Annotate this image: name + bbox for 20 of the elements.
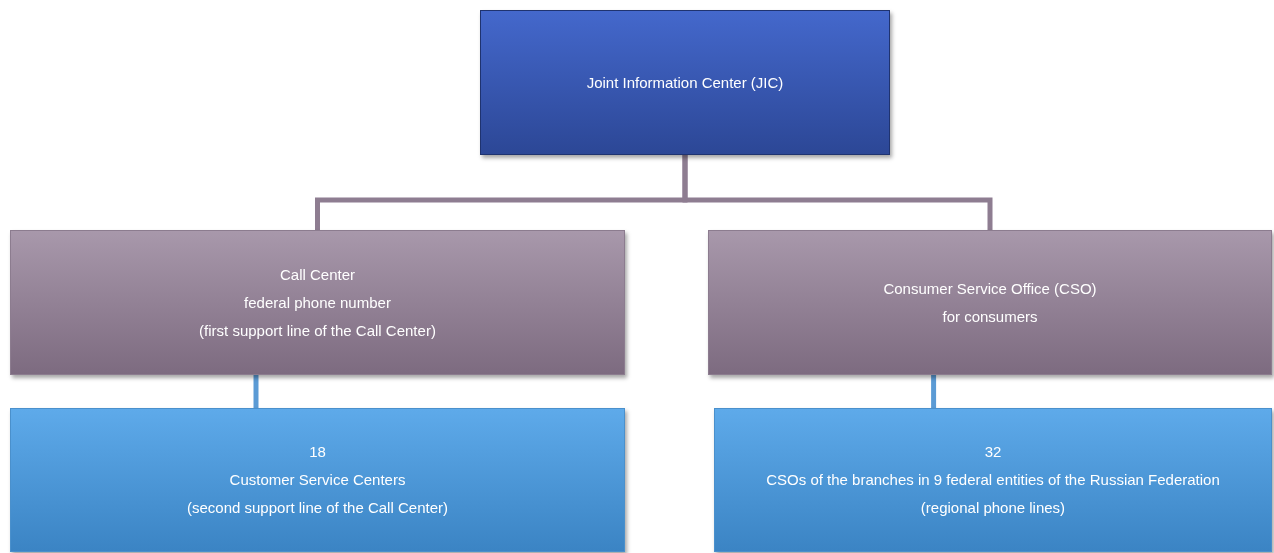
box-text: (second support line of the Call Center) xyxy=(187,499,448,517)
box-text: Joint Information Center (JIC) xyxy=(586,73,784,92)
connector-line xyxy=(682,155,993,230)
connector-line xyxy=(253,375,259,408)
box-text: for consumers xyxy=(942,307,1038,326)
box-text: Call Center xyxy=(280,265,355,284)
box-text: (first support line of the Call Center) xyxy=(199,321,436,340)
org-box xyxy=(708,230,1272,375)
org-box xyxy=(714,408,1272,552)
box-text: Consumer Service Office (CSO) xyxy=(883,279,1097,298)
box-text: Customer Service Centers xyxy=(229,471,406,489)
box-text: (regional phone lines) xyxy=(920,499,1066,517)
connector-line xyxy=(931,375,937,408)
box-text: 18 xyxy=(309,443,326,461)
box-text: 32 xyxy=(984,443,1002,461)
org-box xyxy=(10,408,625,552)
org-box xyxy=(480,10,890,155)
org-box xyxy=(10,230,625,375)
box-text: CSOs of the branches in 9 federal entities of the Russian Federation xyxy=(766,471,1220,489)
box-text: federal phone number xyxy=(244,293,391,312)
